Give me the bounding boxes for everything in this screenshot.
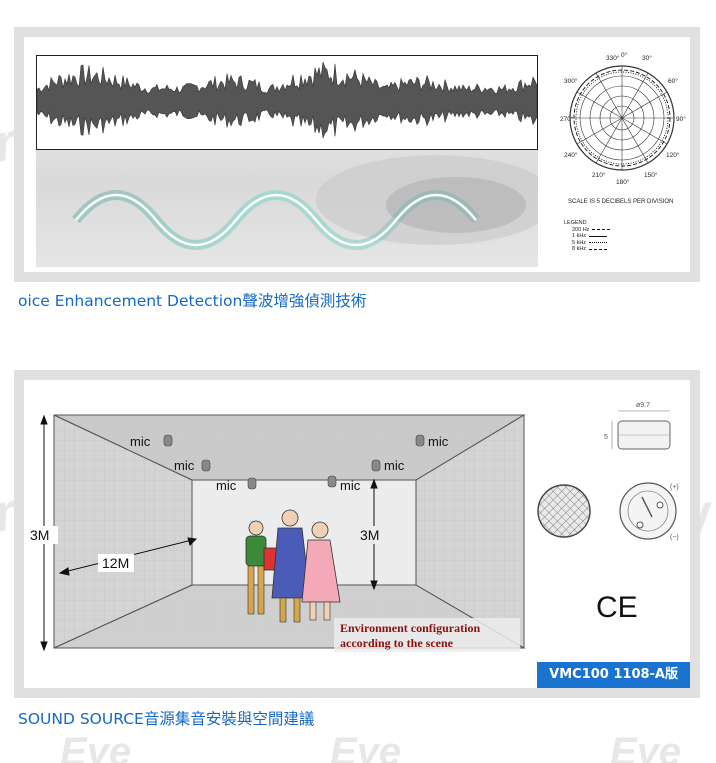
polar-angle-label: 90° (676, 115, 686, 123)
polar-angle-label: 300° (564, 77, 578, 85)
sine-wave-graphic (72, 155, 538, 250)
polar-plot: 330° 0° 30° 300° 60° 270° 90° 240° 120° … (560, 51, 686, 205)
spec-diameter-label: ø9.7 (636, 402, 650, 409)
microphone-icon (327, 475, 337, 488)
legend-entry: 200 Hz (564, 227, 611, 234)
polar-angle-label: 240° (564, 151, 578, 159)
sound-source-figure: mic mic mic mic mic mic 3M 12M (24, 380, 690, 688)
polar-angle-label: 60° (668, 77, 678, 85)
watermark-eye: Eye (60, 730, 132, 763)
ce-mark: CE (596, 591, 638, 624)
spec-minus-label: (−) (670, 534, 679, 541)
polar-angle-label: 150° (644, 171, 658, 179)
polar-angle-label: 210° (592, 171, 606, 179)
polar-angle-label: 330° (606, 54, 620, 62)
sound-source-panel: mic mic mic mic mic mic 3M 12M (14, 370, 700, 698)
watermark-eye: Eye (330, 730, 402, 763)
legend-entry: 1 kHz (564, 233, 610, 240)
mic-label: mic (130, 434, 151, 449)
polar-legend: LEGEND 200 Hz 1 kHz 5 kHz 8 kHz (564, 220, 611, 253)
mic-label: mic (384, 458, 405, 473)
polar-angle-label: 0° (621, 51, 628, 59)
mic-label: mic (428, 434, 449, 449)
environment-note-line1: Environment configuration (340, 621, 480, 635)
voice-enhancement-panel: 330° 0° 30° 300° 60° 270° 90° 240° 120° … (14, 27, 700, 282)
spec-height-label: 5 (604, 434, 608, 441)
legend-title: LEGEND (564, 220, 587, 226)
microphone-icon (415, 434, 425, 447)
microphone-icon (247, 477, 257, 490)
spec-plus-label: (+) (670, 484, 679, 491)
legend-entry: 5 kHz (564, 240, 610, 247)
microphone-icon (201, 459, 211, 472)
watermark-eye: Eye (610, 730, 682, 763)
polar-angle-label: 120° (666, 151, 680, 159)
inner-height-label: 3M (360, 527, 379, 543)
polar-angle-label: 180° (616, 178, 630, 186)
people-illustration (245, 509, 341, 623)
voice-enhancement-figure: 330° 0° 30° 300° 60° 270° 90° 240° 120° … (24, 37, 690, 272)
microphone-spec-diagram: ø9.7 5 (+) (−) CE (537, 402, 679, 624)
mic-label: mic (340, 478, 361, 493)
polar-angle-label: 30° (642, 54, 652, 62)
sound-source-caption: SOUND SOURCE音源集音安裝與空間建議 (18, 710, 315, 728)
environment-note-line2: according to the scene (340, 636, 454, 650)
legend-entry: 8 kHz (564, 246, 610, 253)
mic-front-view (537, 484, 591, 538)
mic-label: mic (216, 478, 237, 493)
voice-enhancement-caption: oice Enhancement Detection聲波增強偵測技術 (18, 292, 367, 310)
room-depth-label: 12M (102, 555, 129, 571)
polar-pattern-diagram: 330° 0° 30° 300° 60° 270° 90° 240° 120° … (560, 43, 688, 268)
microphone-icon (371, 459, 381, 472)
room-diagram: mic mic mic mic mic mic 3M 12M (28, 414, 526, 652)
model-badge: VMC100 1108-A版 (537, 662, 690, 688)
waveform-illustration (36, 55, 538, 267)
room-height-label: 3M (30, 527, 49, 543)
audio-waveform (36, 55, 538, 150)
microphone-icon (163, 434, 173, 447)
polar-scale-note: SCALE IS 5 DECIBELS PER DIVISION (568, 199, 673, 205)
mic-label: mic (174, 458, 195, 473)
polar-angle-label: 270° (560, 115, 574, 123)
waveform-graphic (36, 61, 538, 140)
